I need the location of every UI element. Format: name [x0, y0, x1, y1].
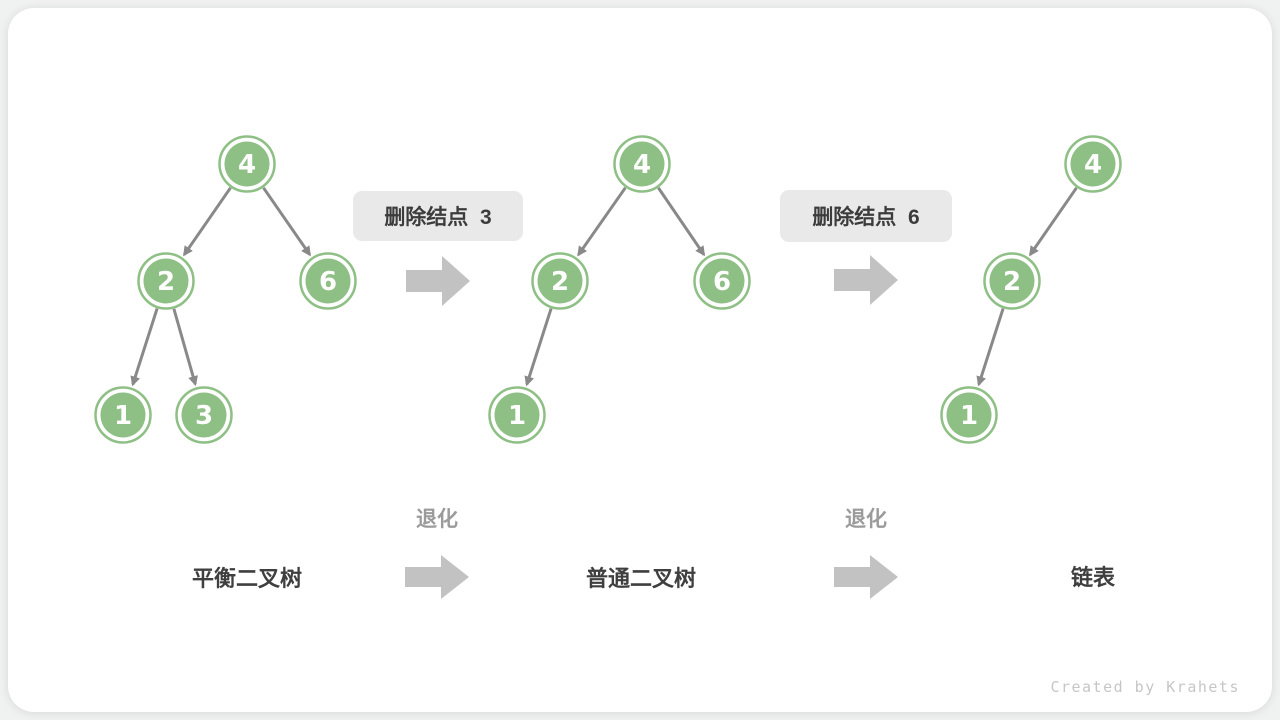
watermark: Created by Krahets	[1050, 678, 1240, 696]
tree-node-6: 6	[693, 252, 751, 310]
tree-node-1: 1	[940, 386, 998, 444]
node-circle	[619, 141, 665, 187]
node-circle	[181, 392, 227, 438]
tree-edge	[976, 308, 1005, 387]
node-value: 3	[195, 401, 213, 431]
tree-edge	[657, 187, 706, 257]
node-circle	[989, 258, 1035, 304]
node-value: 2	[551, 267, 569, 297]
tree-edge	[262, 186, 312, 257]
node-value: 4	[238, 150, 256, 180]
caption-balanced-binary-tree: 平衡二叉树	[191, 566, 303, 591]
tree-node-2: 2	[531, 252, 589, 310]
node-value: 1	[508, 401, 526, 431]
tree-edge	[172, 308, 198, 387]
degrade-label-2: 退化	[845, 508, 887, 531]
caption-linked-list: 链表	[1070, 565, 1116, 590]
node-circle	[946, 392, 992, 438]
node-circle	[100, 392, 146, 438]
tree-linked-list: 4 2 1	[940, 135, 1122, 444]
tree-node-1: 1	[488, 386, 546, 444]
node-circle	[699, 258, 745, 304]
tree-node-4: 4	[218, 135, 276, 193]
operation-label-delete-node-6: 删除结点 6	[780, 190, 952, 242]
node-circle	[305, 258, 351, 304]
node-value: 1	[960, 401, 978, 431]
tree-node-4: 4	[1064, 135, 1122, 193]
node-circle	[494, 392, 540, 438]
node-circle	[224, 141, 270, 187]
tree-node-3: 3	[175, 386, 233, 444]
degrade-arrow-icon	[405, 555, 469, 599]
tree-node-2: 2	[137, 252, 195, 310]
diagram-layer: 4 2 6 1 3 4 2 6 1 4 2 1	[94, 135, 1122, 599]
degrade-label-1: 退化	[416, 508, 458, 531]
operation-label-delete-node-3: 删除结点 3	[353, 191, 523, 241]
tree-node-4: 4	[613, 135, 671, 193]
canvas-card	[8, 8, 1272, 712]
tree-edge	[1028, 186, 1078, 257]
node-circle	[537, 258, 583, 304]
tree-edge	[524, 308, 553, 387]
tree-edge	[577, 186, 627, 257]
degrade-arrow-icon	[834, 555, 898, 599]
node-value: 6	[713, 267, 731, 297]
tree-edge	[130, 308, 159, 387]
node-value: 2	[157, 267, 175, 297]
tree-edge	[182, 186, 232, 257]
node-circle	[1070, 141, 1116, 187]
node-value: 1	[114, 401, 132, 431]
node-value: 4	[1084, 150, 1102, 180]
tree-node-2: 2	[983, 252, 1041, 310]
node-value: 4	[633, 150, 651, 180]
tree-node-6: 6	[299, 252, 357, 310]
transition-arrow-icon	[406, 256, 470, 306]
node-value: 2	[1003, 267, 1021, 297]
node-circle	[143, 258, 189, 304]
tree-node-1: 1	[94, 386, 152, 444]
tree-ordinary-binary-tree: 4 2 6 1	[488, 135, 751, 444]
tree-balanced-binary-tree: 4 2 6 1 3	[94, 135, 357, 444]
caption-ordinary-binary-tree: 普通二叉树	[585, 566, 697, 591]
node-value: 6	[319, 267, 337, 297]
transition-arrow-icon	[834, 255, 898, 305]
